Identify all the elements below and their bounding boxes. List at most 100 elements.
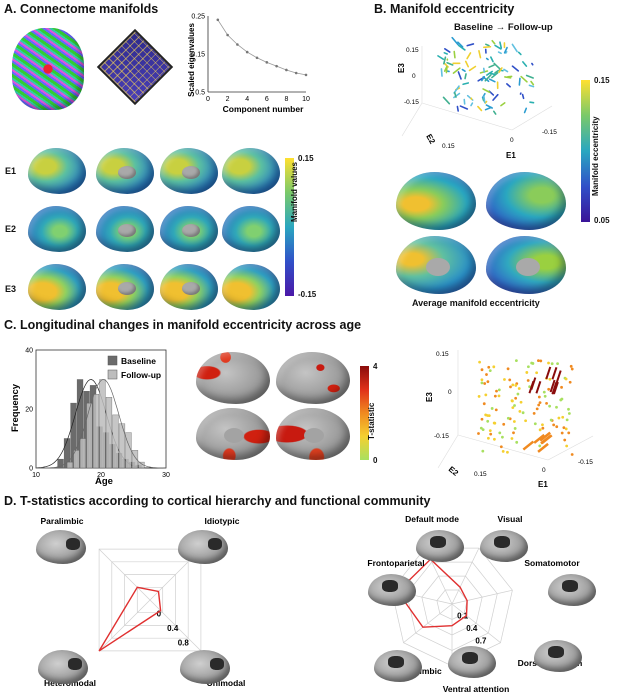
colorbar-c-label: T-statistic [367,402,376,440]
tstat-point [562,426,566,430]
tstat-point [563,438,567,442]
tstat-arrow [539,431,551,442]
brainstem-shape [118,282,136,295]
tstat-point [486,419,490,423]
tstat-point [547,387,551,391]
tstat-point [485,373,488,376]
radar-axis-label: Unimodal [207,678,246,688]
legend-swatch [107,369,118,380]
gray-brain-icon [178,530,228,564]
eccentricity-3d-scatter: E3 0.15 0 -0.15 E2 0.15 E1 0 -0.15 [397,36,557,160]
tstat-point [488,369,492,373]
c-tick-e3-top: 0.15 [436,351,449,358]
highlight-region [66,538,80,550]
tstat-arrow [545,366,552,380]
eccentricity-path [452,67,461,74]
radar-axis-label: Visual [498,514,523,524]
eccentricity-path [503,68,509,73]
radar-spoke [98,599,151,652]
tstat-point [547,361,550,365]
eccentricity-path [468,65,477,72]
tstat-brain [196,408,270,460]
tstat-point [515,440,519,444]
eccentricity-path [484,106,492,111]
tstat-point [550,362,554,366]
tstat-brain [276,352,350,404]
eccentricity-path [453,50,456,59]
radar-spoke [451,547,480,605]
tstat-point [541,426,545,430]
eccentricity-path [470,97,473,100]
hist-xlabel: Age [95,476,113,487]
brainstem-shape [182,166,200,179]
tstat-point [528,385,532,389]
tstat-point [498,431,502,435]
brainstem-shape [118,166,136,179]
tstat-point [510,437,514,440]
eccentricity-path [466,52,472,60]
eccentricity-path [497,51,502,55]
gray-brain-icon [38,650,88,684]
hist-fit-curve [36,379,166,469]
tstat-point [537,359,540,362]
gray-brain-icon [374,650,422,682]
manifold-brain [28,264,86,310]
eccentricity-brain [396,236,476,294]
hist-ytick: 0 [29,466,33,473]
radar-axis-label: Paralimbic [41,516,84,526]
eccentricity-path [456,105,459,112]
radar-spoke [451,589,513,605]
hist-xtick: 20 [97,472,105,479]
manifold-brain [28,148,86,194]
scree-xlabel: Component number [223,104,304,114]
tstat-point [549,418,553,422]
colorbar-a-label: Manifold values [290,161,299,222]
tstat-point [493,394,497,398]
tstat-point [487,414,491,418]
c-axis-e2: E2 [447,465,461,479]
radar-tick: 0.7 [475,637,487,646]
eccentricity-path [483,95,486,104]
b-tick-e1-zero: 0 [510,137,514,144]
tstat-point [559,398,563,402]
scree-xtick: 2 [226,96,230,103]
tstat-point [567,407,570,411]
tstat-point [565,418,569,422]
hist-bar [99,379,106,469]
colorbar-manifold-eccentricity [581,80,590,222]
tstat-point [548,404,552,408]
eccentricity-path [484,100,488,104]
highlight-region [208,538,222,550]
manifold-brain [222,206,280,252]
scree-xtick: 8 [284,96,288,103]
eccentricity-path [482,97,485,102]
scree-ylabel: Scaled eigenvalues [187,23,196,97]
eccentricity-path [437,55,445,60]
tstat-point [480,381,484,385]
eccentricity-path [464,73,467,80]
eccentricity-path [440,68,443,77]
tstat-point [557,416,561,420]
tstat-point [497,394,501,398]
manifold-brain [96,264,154,310]
tstat-point [483,382,487,385]
manifold-brain [96,148,154,194]
highlight-region [548,646,564,658]
tstat-arrow [540,434,553,445]
panel-c-title: C. Longitudinal changes in manifold ecce… [4,318,362,332]
tstat-point [497,388,501,392]
eccentricity-path [457,44,466,51]
radar-grid-ring [421,575,483,636]
tstat-point [535,371,539,375]
eccentricity-path [442,96,451,105]
brainstem-shape [426,258,450,276]
legend-label: Follow-up [121,370,161,380]
highlight-region [68,658,82,670]
tstat-arrow [555,370,562,383]
scree-ytick: 0.15 [191,52,205,59]
colorbar-manifold-values [285,158,294,296]
tstat-point [492,421,496,425]
tstat-point [484,413,488,417]
b-tick-e3-mid: 0 [412,73,416,80]
scree-point [285,68,288,72]
